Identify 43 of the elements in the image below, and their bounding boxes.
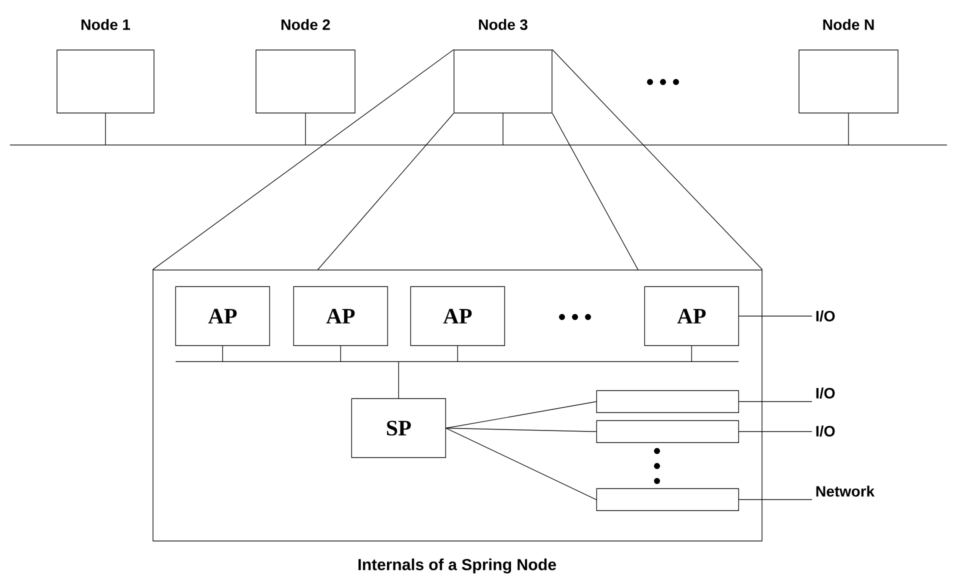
processor-box: AP <box>293 286 388 346</box>
computer-node-box: Node 2 <box>256 18 356 114</box>
connector-line <box>738 431 812 432</box>
port-label: I/O <box>816 387 835 399</box>
connector-line <box>446 401 597 428</box>
connector-line <box>222 346 223 362</box>
connector-line <box>738 499 812 500</box>
computer-node-box: Node 1 <box>56 18 154 114</box>
connector-line <box>738 401 812 402</box>
port-label: I/O <box>816 310 835 322</box>
connector-line <box>457 346 458 362</box>
connector-line <box>318 113 454 270</box>
interface-box <box>596 420 739 443</box>
bus-line <box>10 144 948 146</box>
connector-line <box>105 113 106 146</box>
processor-box: AP <box>644 286 739 346</box>
connector-line <box>340 346 341 362</box>
connector-line <box>446 428 597 432</box>
connector-line <box>848 113 849 146</box>
node-label: Node 3 <box>479 18 528 30</box>
port-label: Network <box>816 486 875 497</box>
node-label: Node 1 <box>82 18 130 30</box>
port-label: I/O <box>816 425 835 437</box>
interface-box <box>596 488 739 511</box>
connector-line <box>446 428 597 500</box>
interface-box <box>596 390 739 414</box>
caption: Internals of a Spring Node <box>358 558 556 574</box>
connector-line <box>502 113 504 146</box>
computer-node-box: Node 3 <box>454 18 552 114</box>
connector-line <box>152 49 454 270</box>
connector-line <box>552 49 763 270</box>
computer-node-box: Node N <box>798 18 898 114</box>
node-label: Node 2 <box>282 18 330 30</box>
connector-line <box>552 113 638 270</box>
processor-box: AP <box>175 286 270 346</box>
node-internals-box <box>152 270 762 542</box>
connector-line <box>398 361 399 399</box>
connector-line <box>305 113 306 146</box>
processor-box: AP <box>410 286 505 346</box>
connector-line <box>691 346 692 362</box>
node-label: Node N <box>823 18 874 30</box>
bus-line <box>175 361 739 362</box>
processor-box: SP <box>351 398 446 458</box>
